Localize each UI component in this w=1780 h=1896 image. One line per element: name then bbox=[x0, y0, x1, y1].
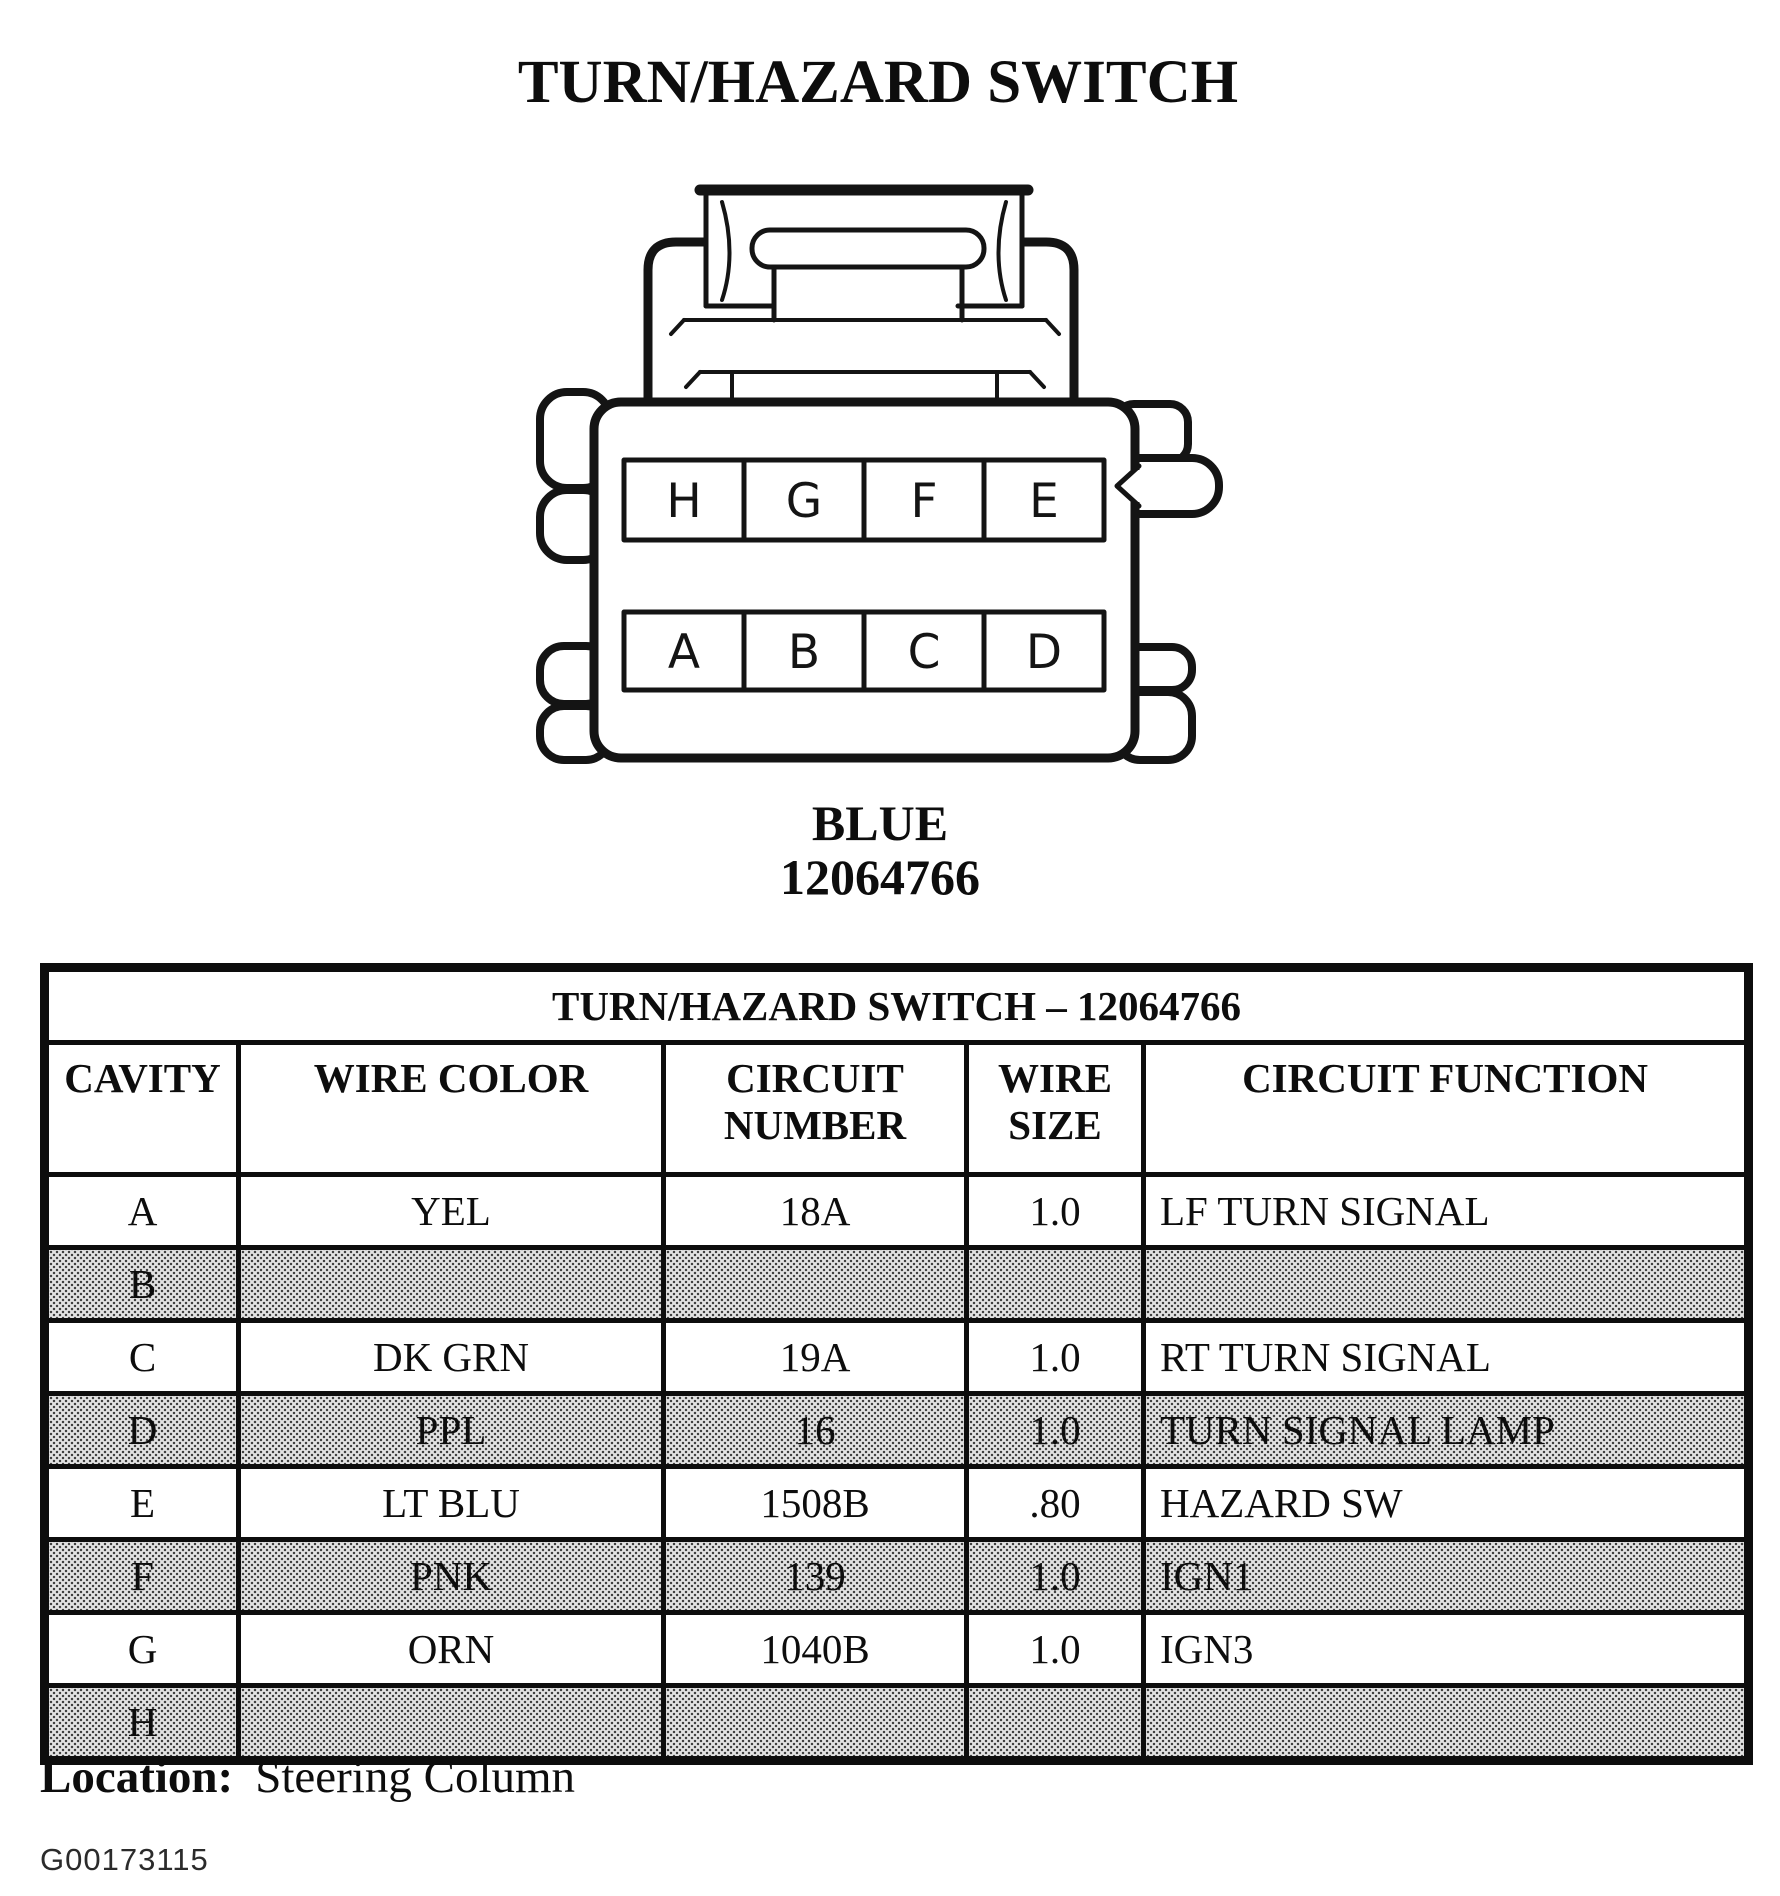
wire-color-cell: PPL bbox=[236, 1391, 666, 1469]
wire-size-cell: .80 bbox=[964, 1464, 1146, 1542]
wire-color-cell: LT BLU bbox=[236, 1464, 666, 1542]
circuit-function-cell: IGN3 bbox=[1140, 1610, 1752, 1688]
wire-color-cell bbox=[236, 1245, 666, 1323]
wire-color-cell: ORN bbox=[236, 1610, 666, 1688]
circuit-number-cell bbox=[661, 1245, 969, 1323]
wire-size-cell bbox=[964, 1683, 1146, 1763]
cavity-cell: H bbox=[42, 1683, 241, 1763]
cavity-label-b: B bbox=[788, 625, 820, 680]
circuit-number-cell: 1040B bbox=[661, 1610, 969, 1688]
wire-color-cell: DK GRN bbox=[236, 1318, 666, 1396]
cavity-label-c: C bbox=[908, 625, 941, 680]
table-row: A YEL 18A 1.0 LF TURN SIGNAL bbox=[42, 1172, 1752, 1250]
wire-color-cell bbox=[236, 1683, 666, 1763]
cavity-label-f: F bbox=[910, 474, 937, 529]
header-cavity: CAVITY bbox=[42, 1040, 241, 1177]
wire-color-cell: YEL bbox=[236, 1172, 666, 1250]
cavity-cell: F bbox=[42, 1537, 241, 1615]
table-title-row: TURN/HAZARD SWITCH – 12064766 bbox=[41, 965, 1752, 1045]
location-label: Location: bbox=[40, 1751, 234, 1803]
location-line: Location: Steering Column bbox=[40, 1750, 575, 1804]
circuit-number-cell: 19A bbox=[661, 1318, 969, 1396]
header-circuit-function: CIRCUIT FUNCTION bbox=[1140, 1040, 1752, 1177]
circuit-function-cell bbox=[1140, 1245, 1752, 1323]
circuit-number-cell: 139 bbox=[661, 1537, 969, 1615]
cavity-label-e: E bbox=[1029, 474, 1059, 529]
location-value: Steering Column bbox=[255, 1751, 576, 1803]
circuit-function-cell: HAZARD SW bbox=[1140, 1464, 1752, 1542]
cavity-cell: A bbox=[42, 1172, 241, 1250]
wire-size-cell: 1.0 bbox=[964, 1318, 1146, 1396]
table-row: D PPL 16 1.0 TURN SIGNAL LAMP bbox=[42, 1391, 1752, 1469]
cavity-label-h: H bbox=[666, 474, 701, 529]
wire-size-cell: 1.0 bbox=[964, 1172, 1146, 1250]
table-row: C DK GRN 19A 1.0 RT TURN SIGNAL bbox=[42, 1318, 1752, 1396]
circuit-number-cell: 1508B bbox=[661, 1464, 969, 1542]
cavity-cell: C bbox=[42, 1318, 241, 1396]
connector-color-label: BLUE bbox=[811, 795, 949, 851]
circuit-function-cell: TURN SIGNAL LAMP bbox=[1140, 1391, 1752, 1469]
wire-size-cell: 1.0 bbox=[964, 1610, 1146, 1688]
table-title: TURN/HAZARD SWITCH – 12064766 bbox=[41, 965, 1752, 1045]
circuit-number-cell bbox=[661, 1683, 969, 1763]
connector-latch bbox=[643, 184, 1079, 407]
connector-diagram: H G F E A B C D bbox=[536, 184, 1223, 764]
header-wire-size: WIRE SIZE bbox=[964, 1040, 1146, 1177]
wire-size-cell: 1.0 bbox=[964, 1391, 1146, 1469]
circuit-function-cell: RT TURN SIGNAL bbox=[1140, 1318, 1752, 1396]
header-wire-color: WIRE COLOR bbox=[236, 1040, 666, 1177]
circuit-function-cell bbox=[1140, 1683, 1752, 1763]
connector-pinout-table: TURN/HAZARD SWITCH – 12064766 CAVITY WIR… bbox=[40, 963, 1754, 1765]
cavity-label-g: G bbox=[786, 474, 822, 529]
connector-body bbox=[589, 397, 1142, 763]
cavity-cell: D bbox=[42, 1391, 241, 1469]
cavity-label-d: D bbox=[1026, 625, 1062, 680]
table-row: B bbox=[42, 1245, 1752, 1323]
wire-color-cell: PNK bbox=[236, 1537, 666, 1615]
cavity-grid-bottom bbox=[621, 609, 1107, 693]
table-row: G ORN 1040B 1.0 IGN3 bbox=[42, 1610, 1752, 1688]
wire-size-cell bbox=[964, 1245, 1146, 1323]
table-row: F PNK 139 1.0 IGN1 bbox=[42, 1537, 1752, 1615]
circuit-function-cell: IGN1 bbox=[1140, 1537, 1752, 1615]
cavity-cell: E bbox=[42, 1464, 241, 1542]
cavity-cell: G bbox=[42, 1610, 241, 1688]
cavity-label-a: A bbox=[668, 625, 700, 680]
connector-part-number: 12064766 bbox=[780, 849, 980, 905]
table-row: E LT BLU 1508B .80 HAZARD SW bbox=[42, 1464, 1752, 1542]
circuit-number-cell: 16 bbox=[661, 1391, 969, 1469]
page-title: TURN/HAZARD SWITCH bbox=[517, 49, 1239, 116]
header-circuit-number: CIRCUIT NUMBER bbox=[661, 1040, 969, 1177]
figure-id: G00173115 bbox=[40, 1842, 209, 1877]
circuit-number-cell: 18A bbox=[661, 1172, 969, 1250]
circuit-function-cell: LF TURN SIGNAL bbox=[1140, 1172, 1752, 1250]
table-row: H bbox=[42, 1683, 1752, 1763]
wire-size-cell: 1.0 bbox=[964, 1537, 1146, 1615]
cavity-grid-top bbox=[621, 457, 1107, 543]
table-header-row: CAVITY WIRE COLOR CIRCUIT NUMBER WIRE SI… bbox=[42, 1040, 1752, 1177]
cavity-cell: B bbox=[42, 1245, 241, 1323]
